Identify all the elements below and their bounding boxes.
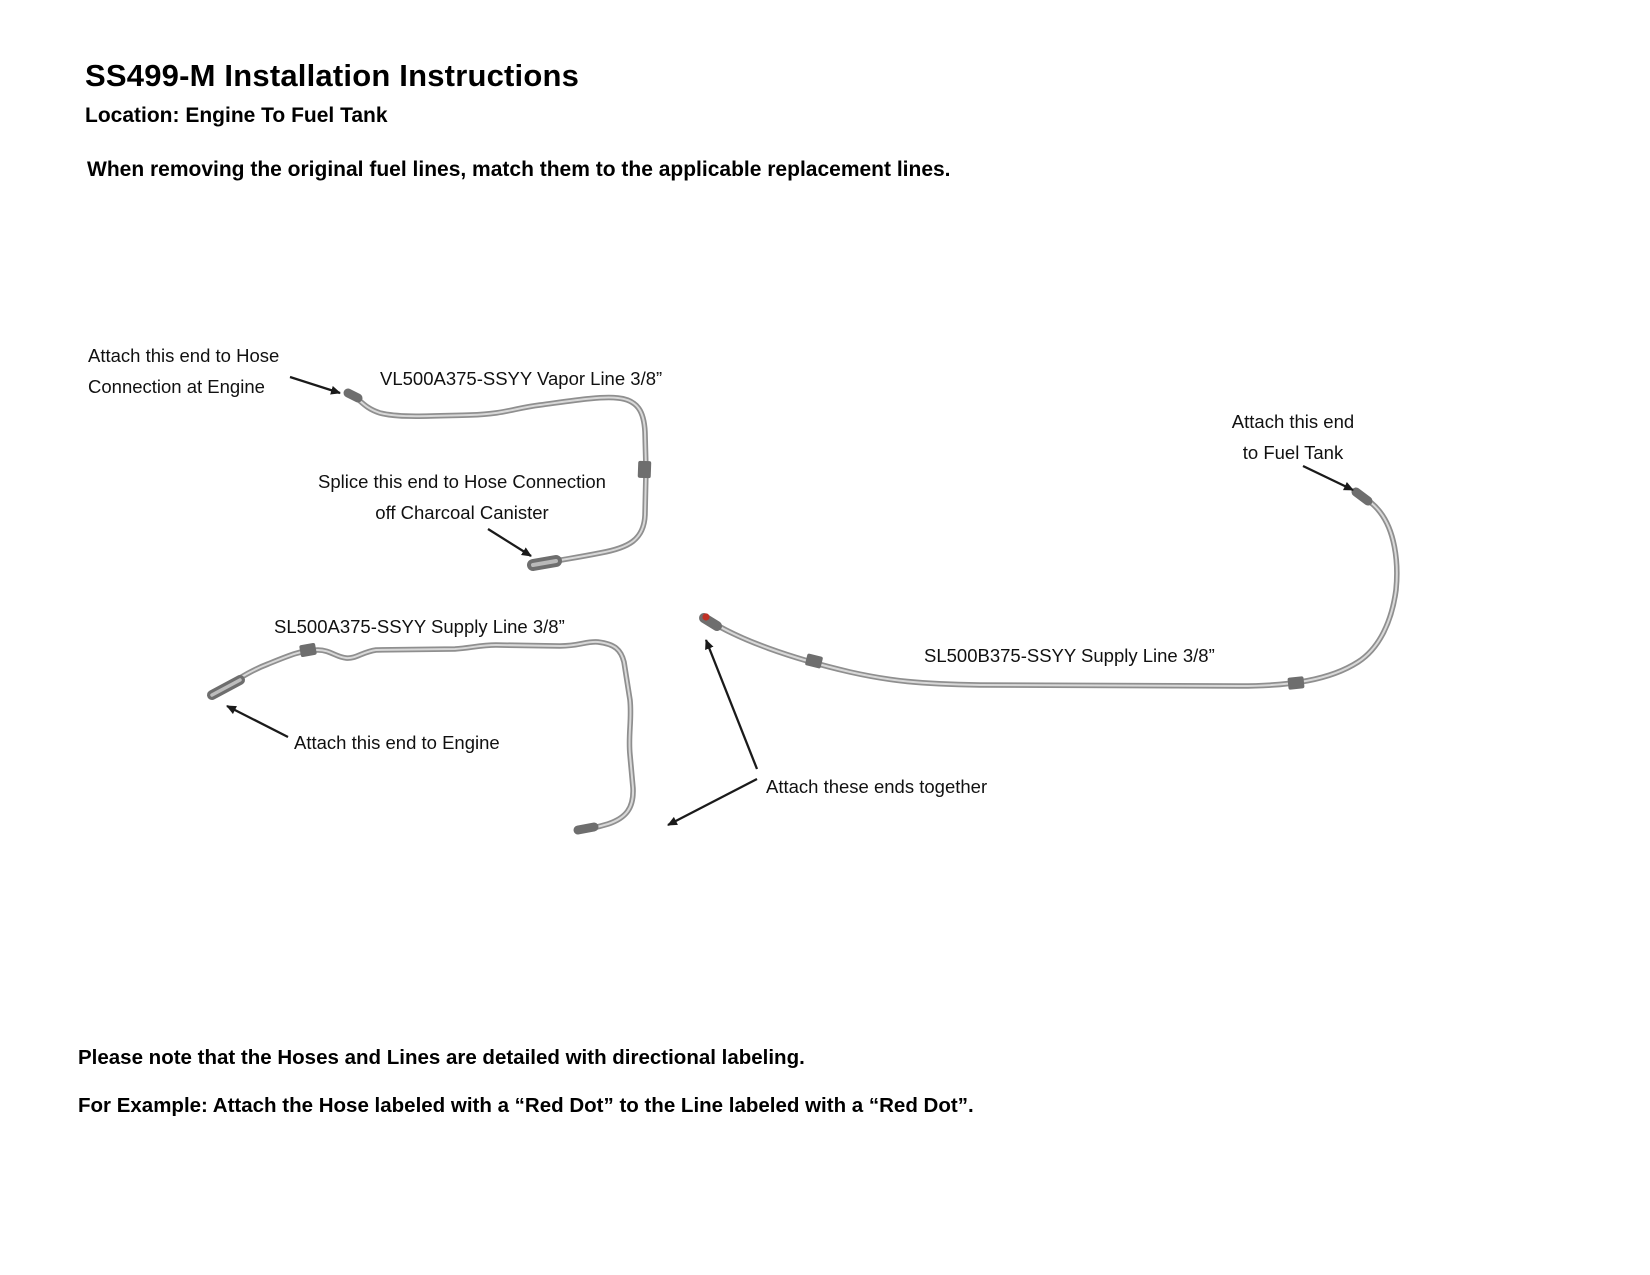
supply-line-a-label: SL500A375-SSYY Supply Line 3/8” <box>274 616 565 637</box>
arrow-to-vapor-engine-end <box>289 375 341 395</box>
intro-text: When removing the original fuel lines, m… <box>87 158 951 181</box>
callout-splice: Splice this end to Hose Connection off C… <box>306 466 618 528</box>
supply-line-b <box>699 487 1400 690</box>
callout-engine-hose-line1: Attach this end to Hose <box>88 345 280 366</box>
page-title: SS499-M Installation Instructions <box>85 58 580 93</box>
arrow-to-supply-a-engine-end <box>226 704 289 739</box>
supply-a-sleeve <box>299 643 317 657</box>
callout-attach-together: Attach these ends together <box>766 776 988 797</box>
callout-fuel-tank: Attach this end to Fuel Tank <box>1218 406 1368 468</box>
callout-engine-hose: Attach this end to Hose Connection at En… <box>88 340 303 402</box>
footer-note-1: Please note that the Hoses and Lines are… <box>78 1046 805 1069</box>
callout-attach-engine: Attach this end to Engine <box>294 732 500 753</box>
callout-splice-line2: off Charcoal Canister <box>375 502 549 523</box>
arrow-to-supply-b-joint-end <box>704 639 759 770</box>
vapor-coupling-sleeve <box>637 460 652 479</box>
callout-fuel-tank-line1: Attach this end <box>1231 411 1355 432</box>
vapor-line <box>343 388 652 571</box>
arrow-to-splice-end <box>487 528 532 557</box>
supply-b-tank-fitting <box>1351 487 1373 506</box>
vapor-splice-fitting-highlight <box>531 559 558 567</box>
vapor-engine-fitting <box>343 388 363 403</box>
callout-arrows <box>226 375 1354 827</box>
callout-splice-line1: Splice this end to Hose Connection <box>318 471 606 492</box>
supply-line-a <box>207 639 636 835</box>
callout-engine-hose-line2: Connection at Engine <box>88 376 265 397</box>
supply-b-sleeve-right <box>1287 676 1305 690</box>
footer-note-2: For Example: Attach the Hose labeled wit… <box>78 1094 974 1117</box>
supply-line-b-label: SL500B375-SSYY Supply Line 3/8” <box>924 645 1215 666</box>
red-dot-marker <box>702 613 710 621</box>
location-subtitle: Location: Engine To Fuel Tank <box>85 104 388 127</box>
vapor-line-label: VL500A375-SSYY Vapor Line 3/8” <box>380 368 663 389</box>
callout-fuel-tank-line2: to Fuel Tank <box>1242 442 1344 463</box>
supply-b-sleeve-left <box>805 653 823 669</box>
arrow-to-fuel-tank-end <box>1302 464 1354 492</box>
supply-a-joint-fitting <box>573 822 599 835</box>
arrow-to-supply-a-joint-end <box>667 777 758 827</box>
supply-a-engine-fitting-highlight <box>210 678 242 697</box>
